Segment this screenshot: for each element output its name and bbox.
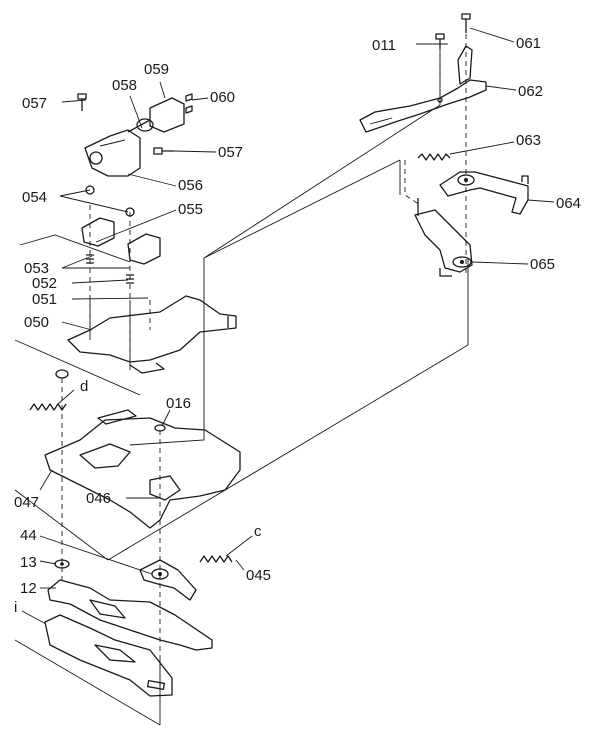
label-059: 059: [144, 61, 169, 78]
label-045: 045: [246, 567, 271, 584]
part-062-plate: [359, 45, 487, 133]
label-44: 44: [20, 527, 37, 544]
label-055: 055: [178, 201, 203, 218]
part-i-plate: [44, 614, 173, 697]
label-i: i: [14, 599, 17, 616]
label-062: 062: [518, 83, 543, 100]
part-053-switch-left: [81, 185, 115, 264]
screw-057-top: [77, 93, 87, 111]
label-016: 016: [166, 395, 191, 412]
assembly-outline-lines: [14, 40, 469, 726]
label-c: c: [254, 523, 262, 540]
label-050: 050: [24, 314, 49, 331]
part-065-bracket: [414, 198, 473, 277]
part-056-solenoid-assembly: [84, 97, 185, 177]
screws-060: [185, 93, 193, 114]
spring-045: [199, 555, 233, 563]
label-063: 063: [516, 132, 541, 149]
label-011: 011: [372, 37, 396, 54]
screw-061: [461, 13, 471, 33]
part-050-frame-plate: [67, 295, 237, 374]
spring-063: [417, 153, 451, 161]
spring-d: [29, 403, 67, 411]
washer-top-left: [55, 369, 69, 379]
label-046: 046: [86, 490, 111, 507]
part-046-middle-plate: [44, 409, 241, 529]
screw-057-side: [153, 147, 174, 155]
label-064: 064: [556, 195, 581, 212]
screw-011: [435, 33, 445, 49]
label-051: 051: [32, 291, 57, 308]
label-054: 054: [22, 189, 47, 206]
label-d: d: [80, 378, 88, 395]
part-12-plate: [47, 579, 213, 651]
label-057-side: 057: [218, 144, 243, 161]
leader-lines: [21, 27, 555, 625]
label-057-top: 057: [22, 95, 47, 112]
label-065: 065: [530, 256, 555, 273]
washer-016: [154, 424, 166, 432]
label-13: 13: [20, 554, 37, 571]
label-056: 056: [178, 177, 203, 194]
part-064-lever: [439, 171, 529, 215]
label-058: 058: [112, 77, 137, 94]
label-047: 047: [14, 494, 39, 511]
part-labels: 011 061 062 063 064 065 057 058 059 060 …: [14, 35, 581, 616]
part-055-switch-right: [125, 207, 161, 284]
part-44-lever: [139, 559, 197, 601]
label-061: 061: [516, 35, 541, 52]
label-052: 052: [32, 275, 57, 292]
alignment-dashed-lines: [61, 25, 467, 690]
label-060: 060: [210, 89, 235, 106]
label-053: 053: [24, 260, 49, 277]
label-12: 12: [20, 580, 37, 597]
